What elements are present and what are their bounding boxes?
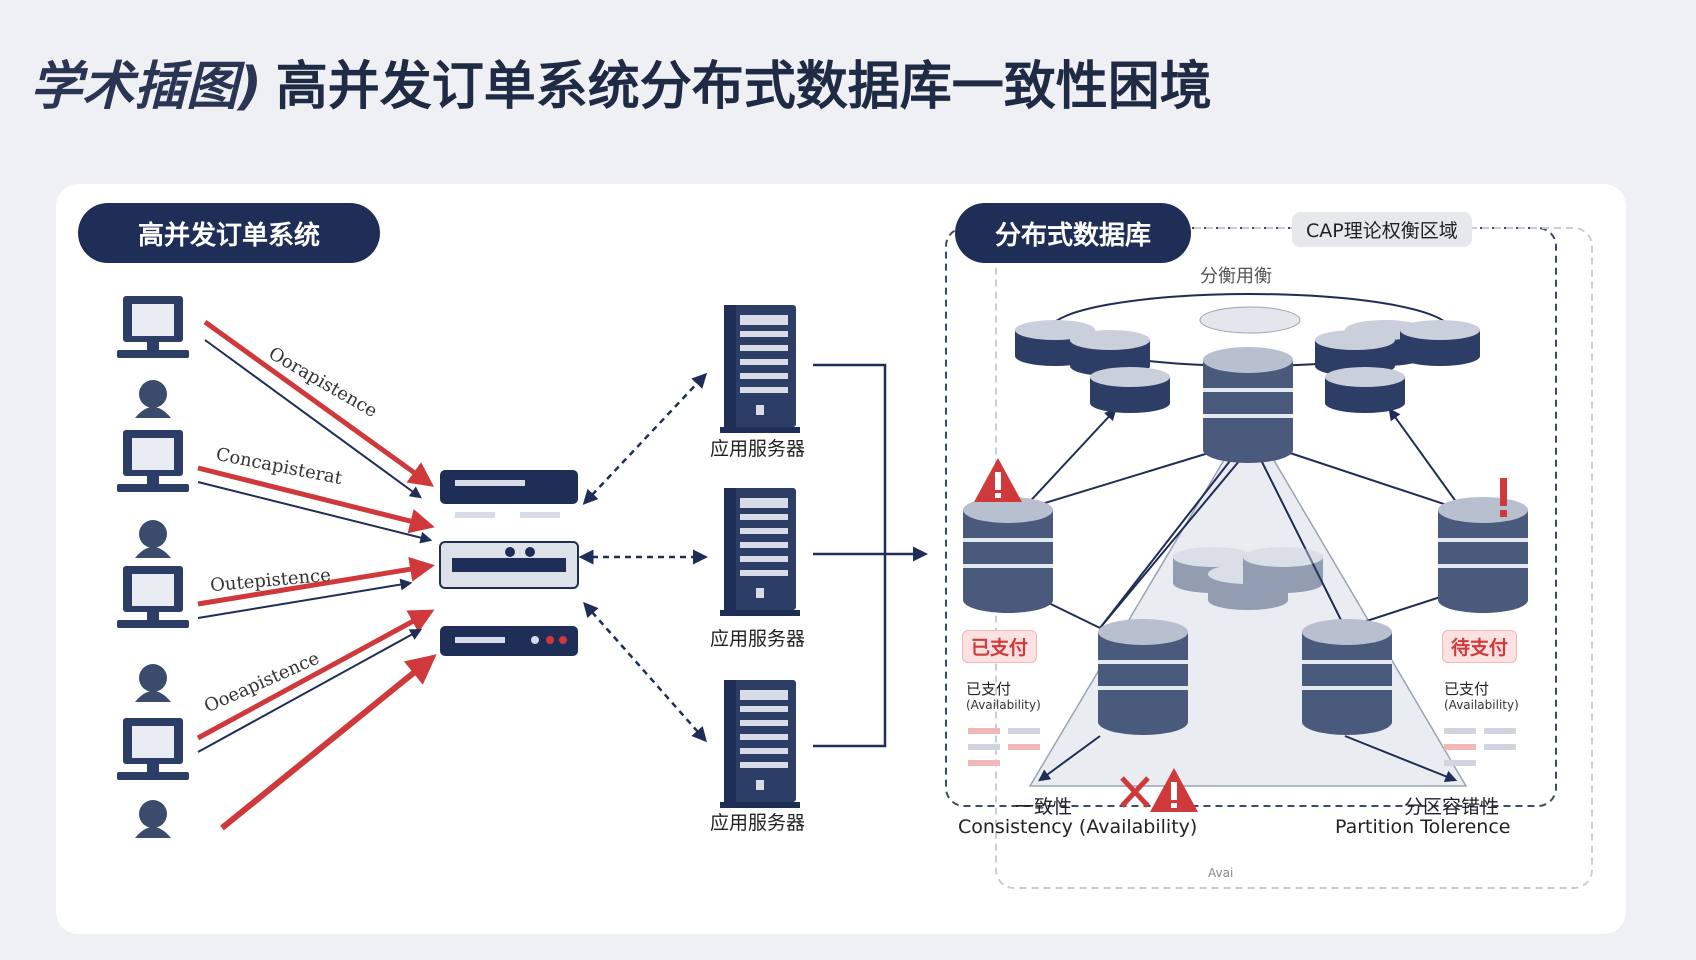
app-server-1 (720, 305, 800, 433)
page-title: 学术插图)高并发订单系统分布式数据库一致性困境 (30, 44, 1212, 119)
user-avatar-1 (135, 380, 171, 418)
cap-badge: CAP理论权衡区域 (1292, 212, 1472, 247)
user-terminal-3 (117, 566, 189, 628)
user-terminal-1 (117, 296, 189, 358)
user-terminal-4 (117, 718, 189, 780)
cap-region (945, 227, 1557, 807)
status-detail-lines-left (968, 728, 1040, 766)
status-detail-lines-right (1444, 728, 1516, 766)
app-server-3 (720, 680, 800, 808)
server-to-db-connector (813, 363, 928, 748)
cluster-node-6 (1325, 367, 1405, 413)
left-note-availability: (Availability) (966, 698, 1041, 712)
partition-label-en: Partition Tolerence (1335, 816, 1511, 838)
user-terminal-2 (117, 430, 189, 492)
user-avatar-2 (135, 520, 171, 558)
cluster-node-3 (1090, 367, 1170, 413)
partition-label-cn: 分区容错性 (1404, 796, 1500, 818)
db-node-bottom-left (1098, 619, 1188, 735)
right-note-availability: (Availability) (1444, 698, 1519, 712)
title-main: 高并发订单系统分布式数据库一致性困境 (275, 57, 1212, 117)
app-server-label-1: 应用服务器 (710, 438, 806, 460)
status-pending-badge: 待支付 (1442, 630, 1518, 663)
top-cluster (1015, 293, 1480, 463)
app-server-label-2: 应用服务器 (710, 628, 806, 650)
title-tag: 学术插图) (30, 57, 262, 117)
warning-icon-right (1500, 478, 1507, 517)
db-node-left (963, 497, 1053, 613)
conflict-icon (1120, 776, 1150, 808)
status-paid-badge: 已支付 (962, 630, 1038, 663)
warning-icon-left (974, 458, 1022, 502)
left-note-paid: 已支付 (966, 680, 1012, 698)
consistency-label-cn: 一致性 (1015, 796, 1073, 818)
diagram-canvas (56, 184, 1626, 934)
app-server-2 (720, 488, 800, 616)
db-node-bottom-right (1302, 619, 1392, 735)
faint-footnote: Avai (1208, 866, 1234, 880)
primary-db (1203, 347, 1293, 463)
cluster-node-7 (1400, 320, 1480, 366)
balancer-links (578, 372, 708, 743)
app-server-label-3: 应用服务器 (710, 812, 806, 834)
user-terminals (117, 296, 189, 838)
user-avatar-3 (135, 664, 171, 702)
db-node-right (1438, 497, 1528, 613)
user-avatar-4 (135, 800, 171, 838)
load-balancer (439, 470, 579, 656)
panel-label-database: 分布式数据库 (955, 203, 1191, 263)
top-cluster-label: 分衡用衡 (1200, 266, 1272, 287)
request-arrows (196, 319, 437, 831)
panel-label-order-system: 高并发订单系统 (78, 203, 380, 263)
right-note-paid: 已支付 (1444, 680, 1490, 698)
consistency-label-en: Consistency (Availability) (958, 816, 1198, 838)
